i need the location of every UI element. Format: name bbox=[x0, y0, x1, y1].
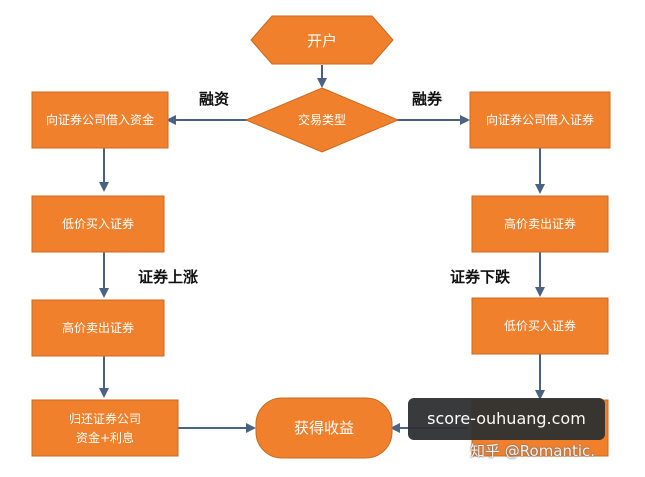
node-profit: 获得收益 bbox=[255, 397, 393, 459]
node-borrow-funds-shape bbox=[31, 91, 169, 149]
node-trade-type-shape bbox=[244, 87, 400, 153]
node-buy-low-left-label: 低价买入证券 bbox=[62, 216, 134, 231]
edge-label-securities-lending: 融券 bbox=[412, 90, 443, 108]
node-sell-high-left-shape bbox=[31, 299, 165, 357]
node-borrow-securities-label: 向证券公司借入证券 bbox=[486, 112, 594, 127]
node-repay-shape bbox=[31, 399, 179, 457]
node-trade-type-label: 交易类型 bbox=[298, 112, 346, 127]
node-borrow-securities: 向证券公司借入证券 bbox=[469, 91, 611, 149]
node-borrow-funds-label: 向证券公司借入资金 bbox=[46, 112, 154, 127]
node-profit-shape bbox=[255, 397, 393, 459]
edge-label-margin-financing: 融资 bbox=[199, 90, 229, 108]
edge-label-price-up: 证券上涨 bbox=[138, 268, 198, 286]
node-buy-low-right-label: 低价买入证券 bbox=[504, 318, 576, 333]
node-repay-label-line1: 归还证券公司 bbox=[69, 411, 141, 426]
node-repay: 归还证券公司 资金+利息 bbox=[31, 399, 179, 457]
watermark-badge: score-ouhuang.com bbox=[408, 398, 605, 440]
node-buy-low-right-shape bbox=[471, 297, 609, 355]
node-borrow-funds: 向证券公司借入资金 bbox=[31, 91, 169, 149]
node-sell-high-left: 高价卖出证券 bbox=[31, 299, 165, 357]
node-sell-high-right-label: 高价卖出证券 bbox=[504, 216, 576, 231]
node-repay-label-line2: 资金+利息 bbox=[76, 430, 134, 445]
edge-label-price-down: 证券下跌 bbox=[450, 268, 511, 286]
node-start-label: 开户 bbox=[307, 32, 337, 50]
node-start-shape bbox=[250, 15, 394, 65]
node-sell-high-left-label: 高价卖出证券 bbox=[62, 320, 134, 335]
node-trade-type: 交易类型 bbox=[244, 87, 400, 153]
node-buy-low-left-shape bbox=[31, 195, 165, 253]
node-profit-label: 获得收益 bbox=[294, 419, 354, 437]
node-sell-high-right-shape bbox=[471, 195, 609, 253]
watermark-credit: 知乎 @Romantic. bbox=[470, 442, 596, 460]
node-sell-high-right: 高价卖出证券 bbox=[471, 195, 609, 253]
node-buy-low-right: 低价买入证券 bbox=[471, 297, 609, 355]
node-buy-low-left: 低价买入证券 bbox=[31, 195, 165, 253]
node-start: 开户 bbox=[250, 15, 394, 65]
node-borrow-securities-shape bbox=[469, 91, 611, 149]
